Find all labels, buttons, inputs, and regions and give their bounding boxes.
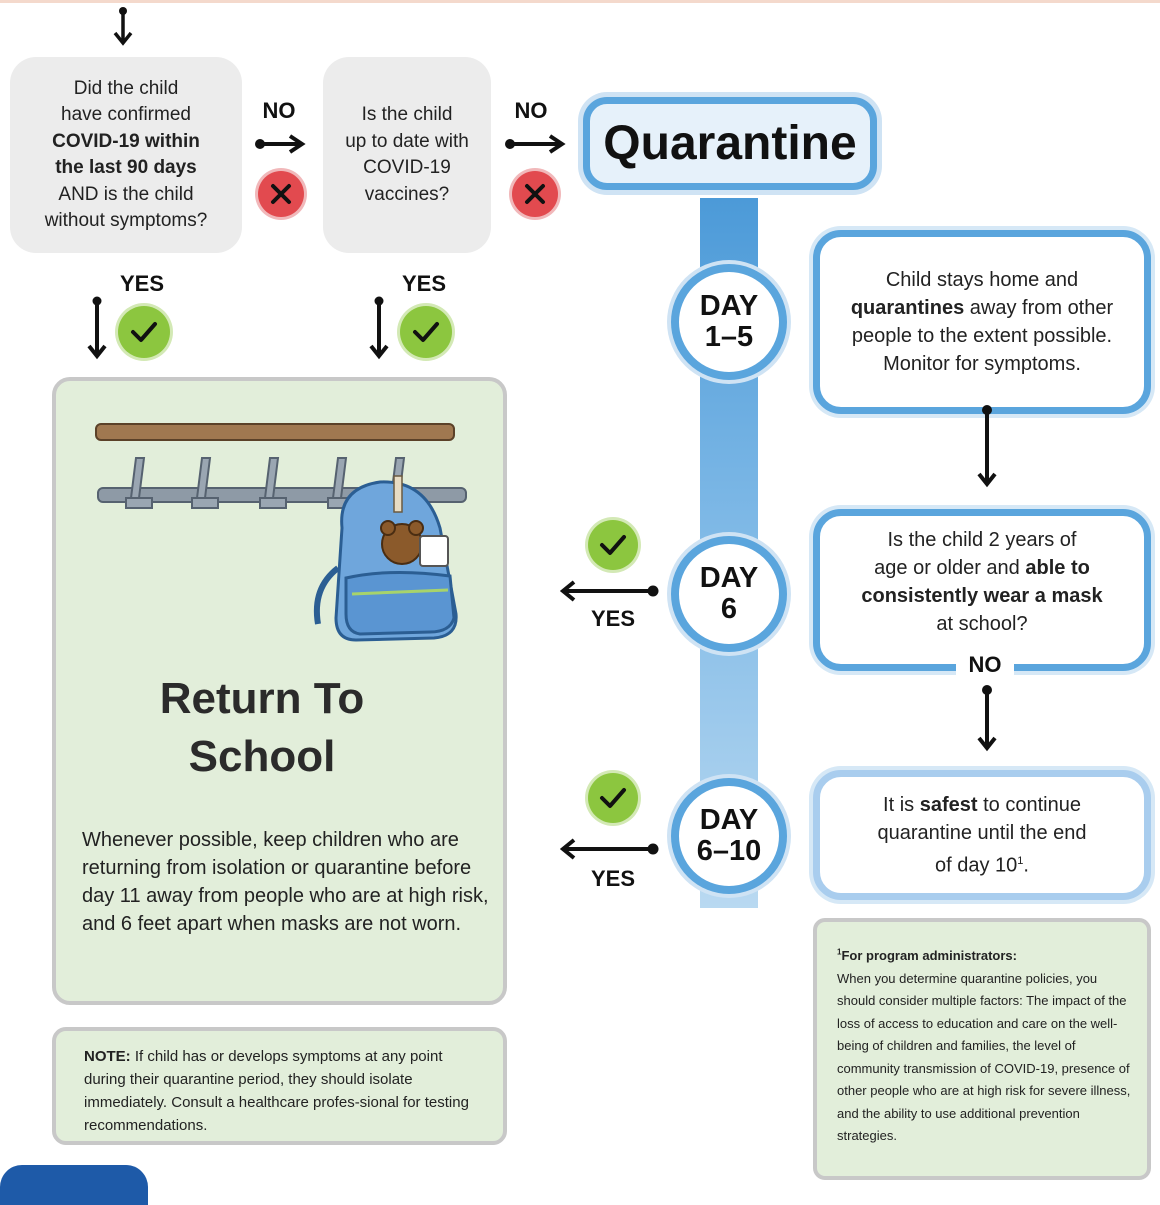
box-stay-home: Child stays home and quarantines away fr… bbox=[813, 230, 1151, 414]
no-label: NO bbox=[514, 98, 548, 123]
left-arrow-icon bbox=[560, 838, 659, 860]
return-to-school-panel bbox=[52, 377, 507, 1005]
check-icon bbox=[588, 773, 638, 823]
down-arrow-icon bbox=[977, 405, 997, 488]
yes-label: YES bbox=[590, 606, 636, 631]
return-to-school-text: Whenever possible, keep children who are… bbox=[82, 829, 489, 935]
yes-label: YES bbox=[590, 866, 636, 891]
down-arrow-icon bbox=[113, 7, 133, 46]
agency-logo bbox=[0, 1165, 148, 1205]
right-arrow-icon bbox=[255, 134, 306, 154]
check-icon bbox=[400, 306, 452, 358]
x-icon bbox=[258, 171, 304, 217]
school-backpack-illustration bbox=[95, 423, 467, 642]
footnote-box: 1For program administrators: When you de… bbox=[813, 918, 1151, 1180]
question-confirmed-covid: Did the child have confirmed COVID-19 wi… bbox=[10, 57, 242, 253]
box-safest-continue: It is safest to continue quarantine unti… bbox=[813, 770, 1151, 900]
down-arrow-icon bbox=[369, 296, 389, 360]
check-icon bbox=[118, 306, 170, 358]
question-vaccines: Is the child up to date with COVID-19 va… bbox=[323, 57, 491, 253]
box-mask-question: Is the child 2 years of age or older and… bbox=[813, 509, 1151, 671]
no-label: NO bbox=[956, 652, 1014, 678]
right-arrow-icon bbox=[505, 134, 566, 154]
left-arrow-icon bbox=[560, 580, 659, 602]
down-arrow-icon bbox=[87, 296, 107, 360]
note-box: NOTE: If child has or develops symptoms … bbox=[52, 1027, 507, 1145]
down-arrow-icon bbox=[977, 685, 997, 752]
quarantine-title-box: Quarantine bbox=[583, 97, 877, 190]
top-divider bbox=[0, 0, 1160, 3]
no-label: NO bbox=[262, 98, 296, 123]
yes-label: YES bbox=[119, 271, 165, 296]
check-icon bbox=[588, 520, 638, 570]
x-icon bbox=[512, 171, 558, 217]
yes-label: YES bbox=[401, 271, 447, 296]
